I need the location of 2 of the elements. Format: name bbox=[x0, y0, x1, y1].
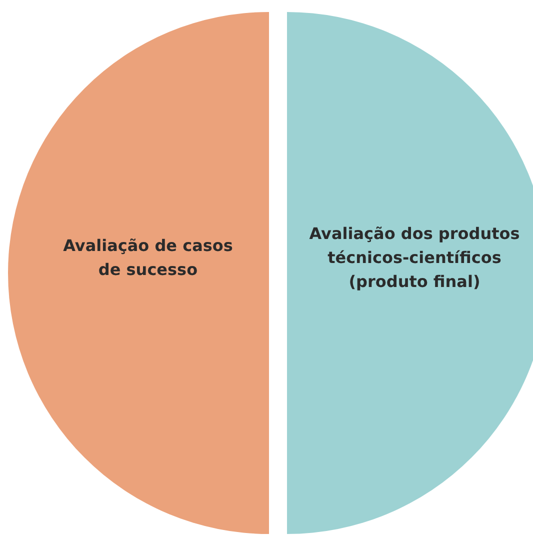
segment-label: Avaliação de casos de sucesso bbox=[63, 235, 233, 281]
segment-label: Avaliação dos produtos técnicos-científicos (produto final) bbox=[308, 223, 521, 293]
